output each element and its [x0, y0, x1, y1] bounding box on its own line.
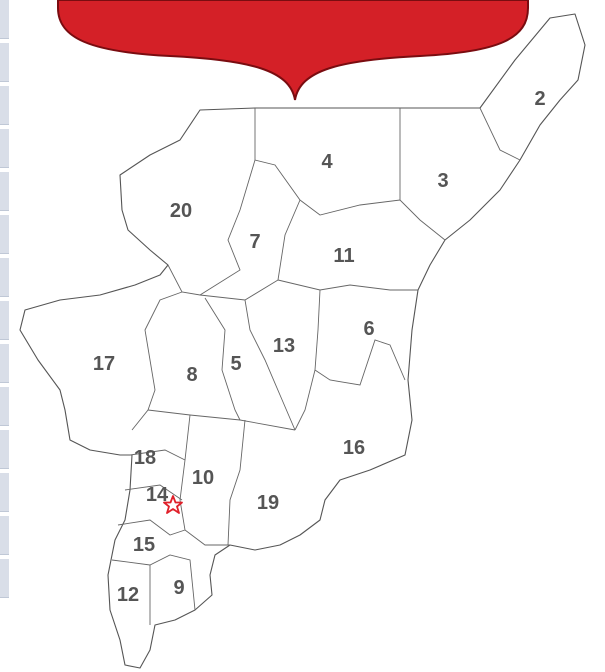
district-label: 10 [192, 467, 214, 489]
sidebar-stub [0, 43, 9, 82]
boundary-14 [124, 484, 183, 501]
boundary-8-5 [204, 297, 241, 421]
sidebar-stub [0, 0, 9, 39]
emblem-banner [57, 0, 529, 101]
boundary-18 [129, 449, 186, 461]
boundary-13-6 [314, 289, 406, 386]
district-label: 16 [343, 437, 365, 459]
district-label: 18 [134, 447, 156, 469]
district-label: 13 [273, 335, 295, 357]
district-labels: 2 3 4 20 7 11 17 8 5 13 6 16 18 10 14 19… [93, 88, 546, 606]
district-label: 12 [117, 584, 139, 606]
boundary-5-13 [244, 299, 296, 431]
sidebar-stub [0, 258, 9, 297]
district-label: 20 [170, 200, 192, 222]
boundary-16 [294, 369, 316, 431]
boundary-11 [277, 279, 418, 291]
district-label: 6 [363, 318, 374, 340]
sidebar-stub [0, 215, 9, 254]
district-label: 8 [186, 364, 197, 386]
district-label: 11 [333, 245, 354, 267]
capital-star-icon [163, 495, 183, 514]
district-label: 15 [133, 534, 155, 556]
sidebar-stub [0, 473, 9, 512]
boundary-4 [254, 108, 446, 241]
sidebar-stub [0, 86, 9, 125]
boundary-12-9 [111, 554, 196, 611]
district-label: 4 [321, 151, 333, 173]
region-outline [19, 13, 586, 669]
left-sidebar-strip [0, 0, 9, 600]
district-label: 17 [93, 353, 115, 375]
district-label: 14 [146, 484, 169, 506]
district-label: 5 [230, 353, 241, 375]
sidebar-stub [0, 559, 9, 598]
boundary-10-19 [179, 414, 230, 546]
sidebar-stub [0, 301, 9, 340]
sidebar-stub [0, 172, 9, 211]
district-label: 2 [534, 88, 545, 110]
boundary-2 [479, 107, 521, 161]
sidebar-stub [0, 129, 9, 168]
district-label: 3 [437, 170, 448, 192]
sidebar-stub [0, 430, 9, 469]
boundary-15 [117, 519, 186, 536]
district-label: 19 [257, 492, 279, 514]
boundary-lower [147, 409, 296, 431]
district-label: 9 [173, 577, 184, 599]
district-label: 7 [249, 231, 260, 253]
boundary-19 [227, 419, 246, 546]
sidebar-stub [0, 387, 9, 426]
sidebar-stub [0, 516, 9, 555]
sidebar-stub [0, 344, 9, 383]
